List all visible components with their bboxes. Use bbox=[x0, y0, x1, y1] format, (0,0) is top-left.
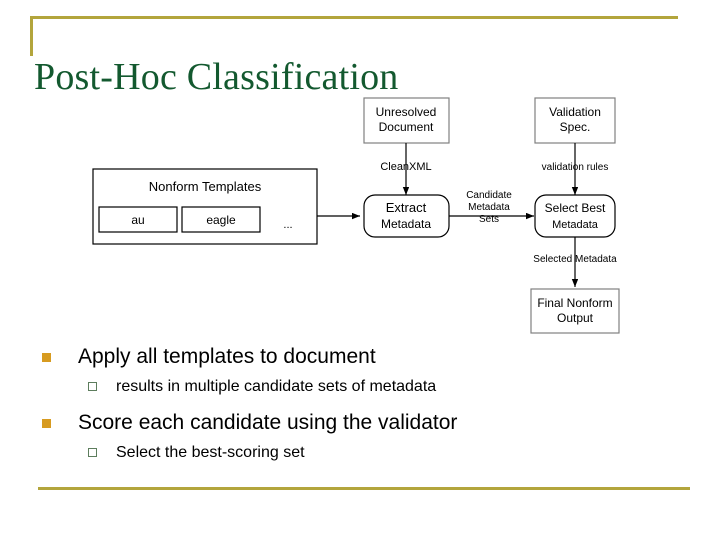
frame-left-rule bbox=[30, 16, 33, 56]
unresolved-document-label-line2: Document bbox=[379, 120, 434, 134]
bullet-square-filled-icon bbox=[42, 419, 51, 428]
template-chip-eagle-box bbox=[181, 206, 261, 233]
bullet-square-filled-icon bbox=[42, 353, 51, 362]
bullet-text: Score each candidate using the validator bbox=[78, 411, 458, 434]
template-chip-eagle-label: eagle bbox=[206, 213, 236, 227]
final-output-label-line2: Output bbox=[557, 311, 594, 325]
bullet-item-level1: Apply all templates to document bbox=[34, 344, 684, 370]
unresolved-document-box bbox=[363, 97, 450, 144]
nonform-templates-title: Nonform Templates bbox=[149, 179, 262, 194]
bullet-text: results in multiple candidate sets of me… bbox=[116, 378, 437, 395]
validation-rules-label: validation rules bbox=[542, 162, 609, 173]
bullet-item-level2: Select the best-scoring set bbox=[34, 442, 684, 464]
post-hoc-classification-diagram: Nonform Templates au eagle ... Unresolve… bbox=[0, 85, 720, 340]
bullet-square-hollow-icon bbox=[88, 448, 97, 457]
template-ellipsis: ... bbox=[283, 219, 292, 231]
validation-spec-label-line1: Validation bbox=[549, 105, 601, 119]
candidate-sets-label-line2: Metadata bbox=[468, 202, 510, 213]
bullet-square-hollow-icon bbox=[88, 382, 97, 391]
bullet-text: Select the best-scoring set bbox=[116, 444, 305, 461]
select-best-label-line2: Metadata bbox=[552, 219, 599, 231]
frame-top-rule bbox=[30, 16, 678, 19]
template-chip-au-box bbox=[98, 206, 178, 233]
unresolved-document-label-line1: Unresolved bbox=[376, 105, 437, 119]
template-chip-au-label: au bbox=[131, 213, 144, 227]
select-best-label-line1: Select Best bbox=[545, 201, 606, 215]
bullet-text: Apply all templates to document bbox=[78, 345, 376, 368]
bullet-item-level2: results in multiple candidate sets of me… bbox=[34, 376, 684, 398]
clean-xml-label: CleanXML bbox=[380, 161, 431, 173]
final-output-label-line1: Final Nonform bbox=[537, 296, 612, 310]
validation-spec-label-line2: Spec. bbox=[560, 120, 591, 134]
bullet-list: Apply all templates to document results … bbox=[34, 344, 684, 476]
bullet-item-level1: Score each candidate using the validator bbox=[34, 410, 684, 436]
candidate-sets-label-line1: Candidate bbox=[466, 190, 512, 201]
extract-metadata-label-line2: Metadata bbox=[381, 217, 431, 231]
frame-bottom-rule bbox=[38, 487, 690, 490]
final-nonform-output-box bbox=[530, 288, 620, 334]
candidate-sets-label-line3: Sets bbox=[479, 214, 499, 225]
page-title: Post-Hoc Classification bbox=[34, 56, 399, 98]
extract-metadata-label-line1: Extract bbox=[386, 200, 427, 215]
selected-metadata-label: Selected Metadata bbox=[533, 254, 617, 265]
